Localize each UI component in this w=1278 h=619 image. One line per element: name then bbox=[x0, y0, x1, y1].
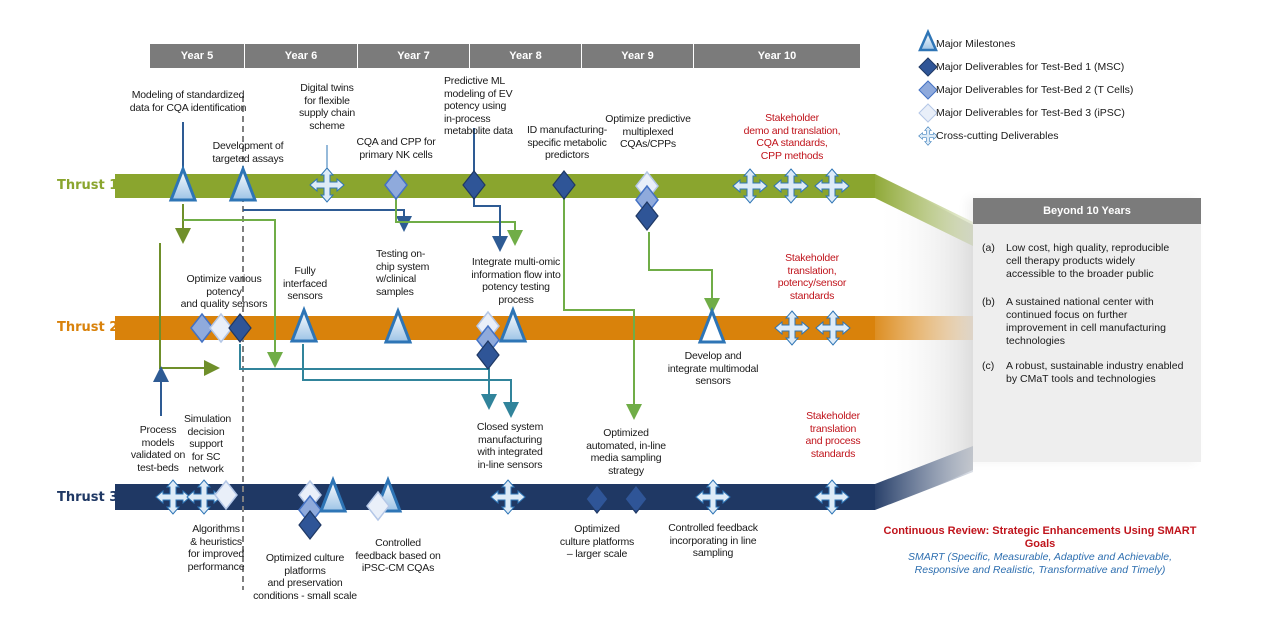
legend-label: Cross-cutting Deliverables bbox=[936, 130, 1059, 142]
beyond-text: A sustained national center with continu… bbox=[1006, 296, 1166, 347]
label-optimize-cqas: Optimize predictive multiplexed CQAs/CPP… bbox=[605, 113, 691, 150]
beyond-tag: (c) bbox=[982, 360, 995, 372]
legend-item: Major Deliverables for Test-Bed 1 (MSC) bbox=[922, 59, 1124, 75]
thrust3-label: Thrust 3 bbox=[57, 490, 119, 505]
label-fully-interfaced: Fully interfaced sensors bbox=[282, 265, 328, 302]
diamond-testbed1-icon bbox=[635, 201, 659, 231]
beyond-text: Low cost, high quality, reproducible cel… bbox=[1006, 242, 1170, 280]
legend-label: Major Deliverables for Test-Bed 3 (iPSC) bbox=[936, 107, 1125, 119]
label-stakeholder-t3: Stakeholder translation and process stan… bbox=[805, 410, 861, 460]
connector-arrow bbox=[563, 198, 642, 420]
label-closed-system: Closed system manufacturing with integra… bbox=[476, 421, 544, 471]
continuous-review: Continuous Review: Strategic Enhancement… bbox=[870, 525, 1210, 577]
thrust2-label: Thrust 2 bbox=[57, 320, 119, 335]
fan-shading bbox=[875, 174, 973, 512]
legend-label: Major Deliverables for Test-Bed 2 (T Cel… bbox=[936, 84, 1134, 96]
year-header-5: Year 5 bbox=[150, 44, 245, 68]
year-header-10: Year 10 bbox=[694, 44, 860, 68]
connector-arrow bbox=[243, 209, 412, 232]
legend-diamond-dark-icon bbox=[918, 57, 938, 77]
beyond-item-a: (a) Low cost, high quality, reproducible… bbox=[982, 242, 1186, 281]
connector-arrow bbox=[648, 232, 720, 314]
legend-item: Major Deliverables for Test-Bed 3 (iPSC) bbox=[922, 105, 1125, 121]
legend-item: Major Milestones bbox=[922, 36, 1015, 52]
label-stakeholder-t1: Stakeholder demo and translation, CQA st… bbox=[743, 112, 841, 162]
year-header-8: Year 8 bbox=[470, 44, 582, 68]
year-header-9: Year 9 bbox=[582, 44, 694, 68]
thrust2-fade bbox=[875, 316, 973, 340]
legend-label: Major Deliverables for Test-Bed 1 (MSC) bbox=[936, 61, 1125, 73]
beyond-10-years-panel: Beyond 10 Years (a) Low cost, high quali… bbox=[973, 198, 1201, 462]
label-cqa-modeling: Modeling of standardized data for CQA id… bbox=[129, 89, 247, 114]
legend-diamond-medium-icon bbox=[918, 80, 938, 100]
label-id-metabolic: ID manufacturing- specific metabolic pre… bbox=[526, 124, 608, 161]
label-testing-chip: Testing on- chip system w/clinical sampl… bbox=[376, 248, 430, 298]
beyond-title: Beyond 10 Years bbox=[973, 198, 1201, 224]
label-feedback-inline: Controlled feedback incorporating in lin… bbox=[668, 522, 758, 559]
beyond-item-c: (c) A robust, sustainable industry enabl… bbox=[982, 360, 1186, 386]
label-culture-small: Optimized culture platforms and preserva… bbox=[253, 552, 357, 602]
label-simulation: Simulation decision support for SC netwo… bbox=[184, 413, 232, 475]
connector-arrow bbox=[473, 198, 508, 252]
label-media-sampling: Optimized automated, in-line media sampl… bbox=[586, 427, 666, 477]
label-multiomic: Integrate multi-omic information flow in… bbox=[471, 256, 561, 306]
year-header-7: Year 7 bbox=[358, 44, 470, 68]
label-algorithms: Algorithms & heuristics for improved per… bbox=[187, 523, 245, 573]
connector-arrow bbox=[302, 344, 519, 418]
legend-item: Major Deliverables for Test-Bed 2 (T Cel… bbox=[922, 82, 1133, 98]
label-multimodal: Develop and integrate multimodal sensors bbox=[667, 350, 759, 387]
label-digital-twins: Digital twins for flexible supply chain … bbox=[299, 82, 355, 132]
thrust1-fade bbox=[875, 174, 973, 246]
legend-diamond-light-icon bbox=[918, 103, 938, 123]
connector-arrow bbox=[239, 344, 497, 410]
connector-arrow bbox=[395, 198, 523, 246]
label-feedback-ipsc: Controlled feedback based on iPSC-CM CQA… bbox=[355, 537, 441, 574]
label-predictive-ml: Predictive ML modeling of EV potency usi… bbox=[444, 75, 513, 137]
label-targeted-assays: Development of targeted assays bbox=[212, 140, 284, 165]
legend-label: Major Milestones bbox=[936, 38, 1016, 50]
thrust3-fade bbox=[875, 446, 973, 510]
legend-icons bbox=[918, 28, 938, 146]
thrust1-label: Thrust 1 bbox=[57, 178, 119, 193]
beyond-item-b: (b) A sustained national center with con… bbox=[982, 296, 1186, 348]
label-stakeholder-t2: Stakeholder translation, potency/sensor … bbox=[777, 252, 847, 302]
connector-arrow bbox=[183, 219, 283, 368]
legend-triangle-icon bbox=[918, 28, 938, 52]
label-nk-cells: CQA and CPP for primary NK cells bbox=[356, 136, 436, 161]
review-subtitle: SMART (Specific, Measurable, Adaptive an… bbox=[908, 551, 1172, 576]
year-header-6: Year 6 bbox=[245, 44, 358, 68]
label-culture-large: Optimized culture platforms – larger sca… bbox=[559, 523, 635, 560]
beyond-text: A robust, sustainable industry enabled b… bbox=[1006, 360, 1184, 385]
review-title: Continuous Review: Strategic Enhancement… bbox=[883, 525, 1197, 550]
beyond-tag: (a) bbox=[982, 242, 995, 254]
label-process-models: Process models validated on test-beds bbox=[130, 424, 186, 474]
beyond-tag: (b) bbox=[982, 296, 995, 308]
legend-item: Cross-cutting Deliverables bbox=[922, 128, 1059, 144]
label-optimize-sensors: Optimize various potency and quality sen… bbox=[180, 273, 268, 310]
